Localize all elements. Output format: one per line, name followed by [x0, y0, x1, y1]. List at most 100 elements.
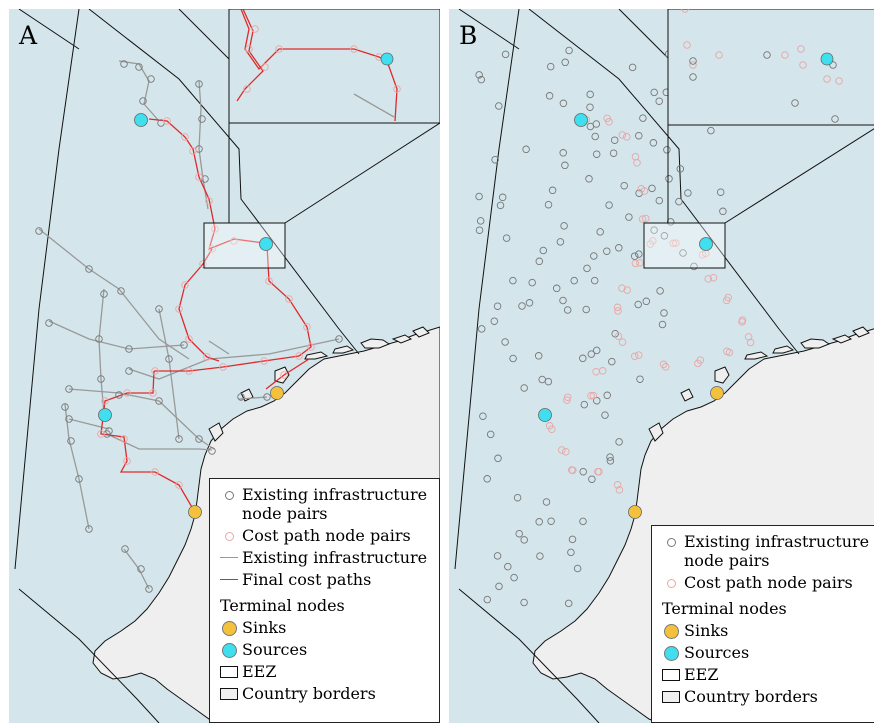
infrastructure-node	[559, 149, 567, 157]
infrastructure-node	[237, 393, 245, 401]
cost-path-node	[633, 159, 641, 167]
inset-node	[251, 25, 259, 33]
infrastructure-node	[504, 562, 512, 571]
infrastructure-line	[48, 320, 185, 350]
legend-symbol-ring-icon	[220, 526, 242, 545]
legend-symbol-line-icon	[220, 570, 242, 589]
infrastructure-node	[628, 63, 637, 72]
cost-path-node	[738, 316, 747, 324]
infrastructure-node	[486, 430, 495, 439]
cost-path-node	[195, 173, 203, 181]
infrastructure-node	[45, 319, 53, 327]
inset-cost-path	[240, 9, 398, 122]
legend-dot	[222, 643, 237, 658]
infrastructure-node	[147, 75, 155, 83]
cost-path-node	[205, 197, 213, 205]
infrastructure-node	[165, 355, 173, 363]
infrastructure-node	[676, 165, 685, 173]
cost-path-node	[219, 363, 227, 371]
infrastructure-node	[568, 535, 577, 544]
cost-path-node	[696, 356, 705, 364]
cost-path-node	[623, 286, 631, 294]
inset-node	[689, 73, 697, 81]
panel-letter-a: A	[19, 21, 38, 50]
eez-boundary	[18, 588, 160, 723]
infrastructure-node	[548, 186, 557, 195]
legend-dot	[664, 624, 679, 639]
infrastructure-node	[491, 155, 499, 164]
infrastructure-node	[477, 75, 486, 84]
legend-label: Cost path node pairs	[242, 526, 411, 545]
legend-item: EEZ	[662, 665, 871, 684]
infrastructure-node	[137, 565, 145, 573]
infrastructure-node	[606, 453, 614, 461]
cost-path-node	[563, 396, 571, 404]
cost-path-node	[175, 481, 183, 489]
infrastructure-node	[565, 46, 573, 55]
sink-node	[628, 505, 642, 519]
legend-item: Cost path node pairs	[662, 573, 871, 592]
cost-path-node	[151, 468, 159, 476]
legend-box	[662, 669, 680, 681]
infrastructure-node	[590, 252, 598, 260]
cost-path-node	[636, 259, 644, 267]
island	[648, 422, 664, 442]
cost-path-node	[659, 360, 668, 369]
infrastructure-node	[609, 149, 618, 157]
legend-symbol-ring-icon	[220, 485, 242, 504]
infrastructure-node	[65, 415, 73, 423]
infrastructure-node	[546, 62, 555, 71]
inset-node	[689, 57, 697, 65]
legend-label: Sources	[242, 640, 308, 659]
infrastructure-node	[544, 200, 553, 209]
infrastructure-node	[675, 197, 683, 206]
infrastructure-node	[603, 391, 611, 400]
infrastructure-node	[586, 122, 595, 131]
infrastructure-line	[208, 340, 230, 355]
infrastructure-node	[601, 411, 609, 419]
infrastructure-node	[145, 585, 153, 593]
cost-path-node	[723, 347, 731, 356]
cost-path-node	[295, 352, 303, 360]
island	[304, 351, 329, 360]
inset-leader-line	[284, 122, 440, 224]
sink-node	[710, 386, 724, 400]
infrastructure-node	[535, 257, 544, 266]
cost-path-node	[613, 481, 622, 489]
inset-source-node	[380, 52, 394, 66]
source-node	[98, 408, 112, 422]
legend-ring	[225, 532, 234, 541]
legend-item: Sinks	[662, 621, 871, 640]
infrastructure-node	[592, 150, 601, 158]
infrastructure-node	[483, 475, 491, 483]
legend-item: Sources	[220, 640, 431, 659]
infrastructure-node	[509, 276, 517, 285]
legend-symbol-box-icon	[662, 687, 684, 706]
cost-path-node	[123, 457, 131, 465]
infrastructure-node	[495, 582, 503, 591]
legend-symbol-box-icon	[220, 684, 242, 703]
legend-item: Sinks	[220, 618, 431, 637]
inset-node	[835, 77, 843, 85]
infrastructure-node	[642, 297, 651, 306]
infrastructure-node	[582, 305, 590, 314]
legend-item: EEZ	[220, 662, 431, 681]
island	[208, 422, 224, 442]
infrastructure-node	[559, 99, 568, 108]
inset-node	[799, 61, 807, 69]
inset-node	[781, 51, 789, 59]
cost-path-node	[638, 215, 647, 223]
legend-dot	[664, 646, 679, 661]
inset-node	[275, 45, 283, 53]
infrastructure-node	[563, 306, 572, 314]
infrastructure-node	[65, 385, 73, 393]
cost-path-node	[189, 147, 197, 155]
infrastructure-node	[636, 375, 644, 383]
infrastructure-node	[510, 573, 518, 582]
cost-path-node	[595, 467, 603, 476]
legend-symbol-ring-icon	[662, 573, 684, 592]
cost-path-node	[661, 363, 670, 371]
legend-item: Existing infrastructure node pairs	[662, 532, 871, 570]
infrastructure-node	[493, 552, 502, 560]
infrastructure-node	[656, 287, 664, 295]
